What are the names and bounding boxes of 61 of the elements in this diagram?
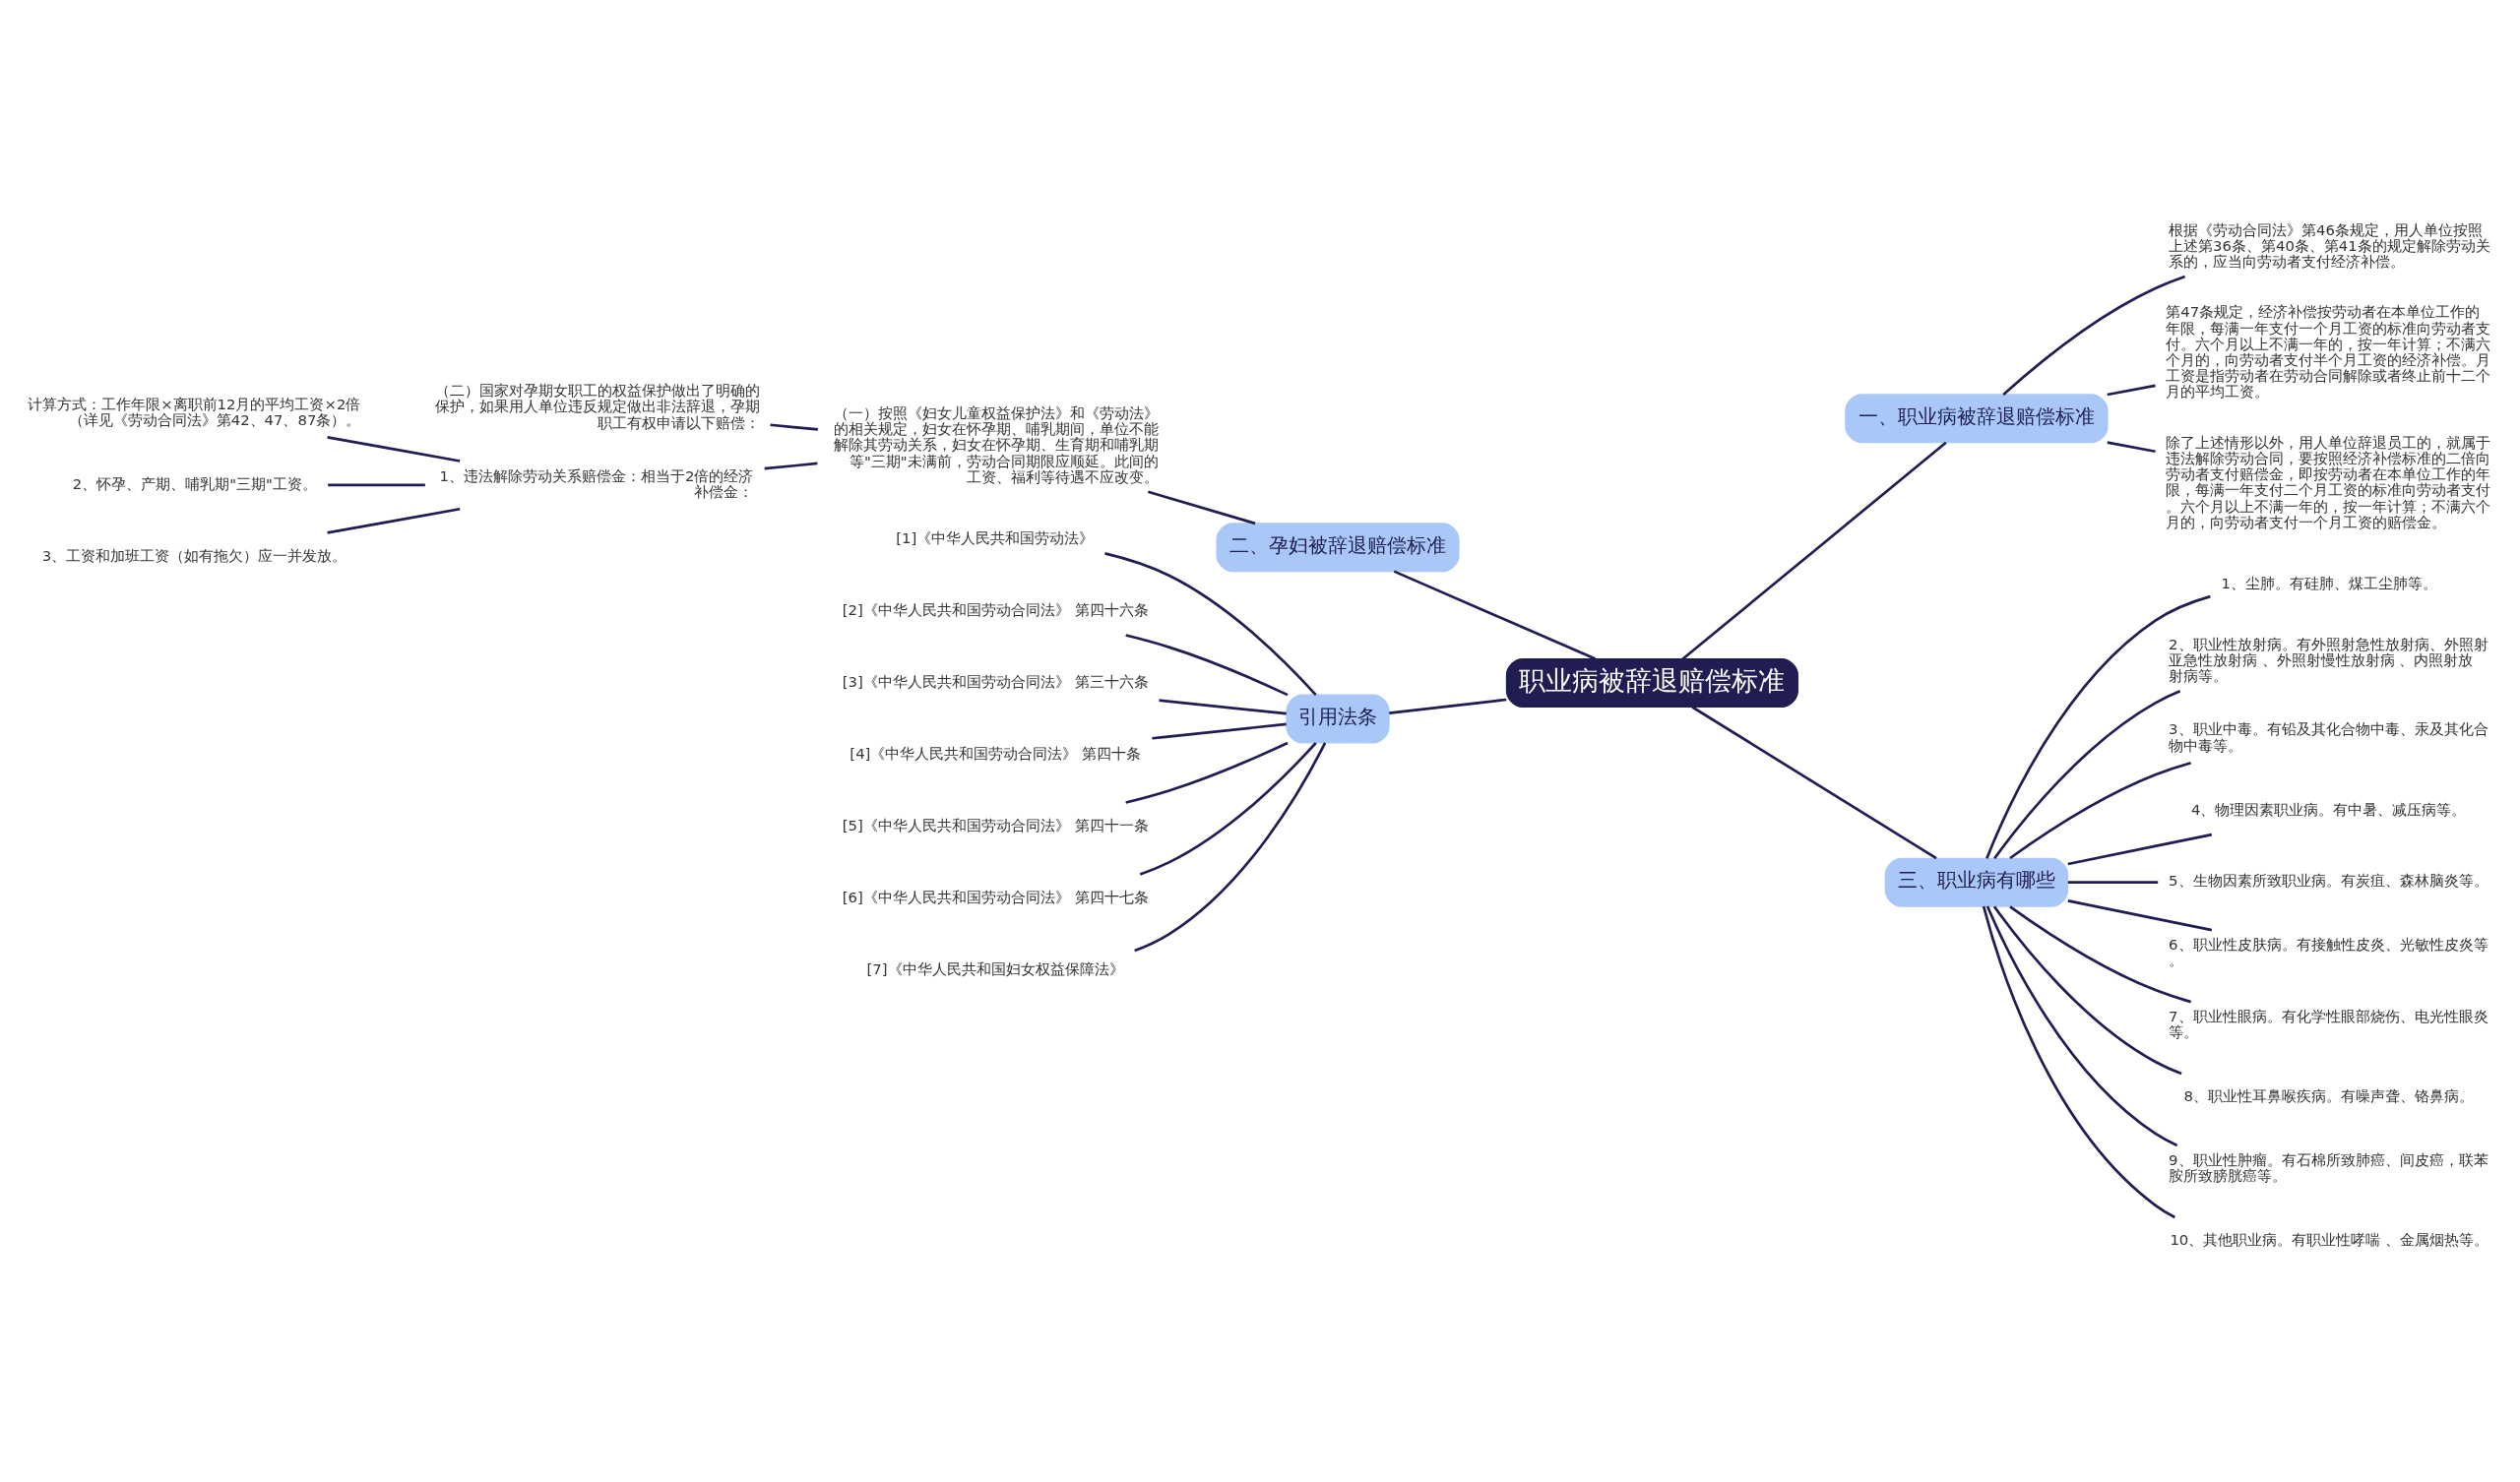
node-text: 2、怀孕、产期、哺乳期"三期"工资。: [72, 474, 317, 493]
connector: [1993, 689, 2181, 859]
connector: [764, 462, 818, 470]
node-text: 1、尘肺。有硅肺、煤工尘肺等。: [2221, 574, 2437, 592]
node-text: （一）按照《妇女儿童权益保护法》和《劳动法》的相关规定，妇女在怀孕期、哺乳期间，单位不能解除其劳动关系，妇女在怀孕期、生育期和哺乳期等"三期"未满前，劳动合同期限应顺延。此间的工资、福利等待遇不应改变。: [833, 403, 1159, 486]
connector: [327, 435, 461, 463]
connector: [1125, 741, 1289, 804]
node-text: 1、违法解除劳动关系赔偿金：相当于2倍的经济补偿金：: [439, 466, 754, 501]
connector: [1985, 594, 2211, 859]
connector: [2067, 898, 2213, 931]
node-text: 10、其他职业病。有职业性哮喘 、金属烟热等。: [2170, 1230, 2489, 1249]
connector: [2067, 833, 2213, 865]
node-text: 第47条规定，经济补偿按劳动者在本单位工作的年限，每满一年支付一个月工资的标准向劳动者支付。六个月以上不满一年的，按一年计算；不满六个月的，向劳动者支付半个月工资的经济补偿。月工资是指劳动者在劳动合同解除或者终止前十二个月的平均工资。: [2166, 302, 2491, 401]
connector: [1104, 551, 1317, 696]
connector: [1159, 698, 1287, 715]
connector: [2107, 384, 2156, 396]
connector: [2009, 761, 2191, 859]
connector: [1393, 569, 1597, 660]
node-text: [5]《中华人民共和国劳动合同法》 第四十一条: [842, 816, 1149, 834]
node-text: 2、职业性放射病。有外照射急性放射病、外照射亚急性放射病 、外照射慢性放射病 、内照射放射病等。: [2169, 635, 2488, 685]
node-text: [2]《中华人民共和国劳动合同法》 第四十六条: [842, 600, 1149, 619]
node-text: 5、生物因素所致职业病。有炭疽、森林脑炎等。: [2169, 871, 2488, 890]
node-text: 3、职业中毒。有铅及其化合物中毒、汞及其化合物中毒等。: [2169, 719, 2488, 755]
node-text: （二）国家对孕期女职工的权益保护做出了明确的保护，如果用人单位违反规定做出非法辞退，孕期职工有权申请以下赔偿：: [434, 381, 760, 432]
node-text: 除了上述情形以外，用人单位辞退员工的，就属于违法解除劳动合同，要按照经济补偿标准的二倍向劳动者支付赔偿金，即按劳动者在本单位工作的年限，每满一年支付二个月工资的标准向劳动者支付。六个月以上不满一年的，按一年计算；不满六个月的，向劳动者支付一个月工资的赔偿金。: [2166, 433, 2491, 531]
connector: [770, 422, 818, 431]
connector: [2107, 440, 2156, 453]
connector: [1147, 489, 1256, 525]
node-text: [7]《中华人民共和国妇女权益保障法》: [866, 959, 1124, 978]
connector: [2009, 904, 2191, 1003]
connector: [1985, 904, 2178, 1146]
node-box: 引用法条: [1286, 694, 1390, 744]
node-box: 三、职业病有哪些: [1884, 857, 2069, 907]
node-text: 6、职业性皮肤病。有接触性皮炎、光敏性皮炎等。: [2169, 935, 2488, 969]
connector: [327, 507, 461, 534]
node-text: [6]《中华人民共和国劳动合同法》 第四十七条: [842, 888, 1149, 906]
connector: [1139, 741, 1317, 876]
connector: [1691, 705, 1937, 859]
node-box: 职业病被辞退赔偿标准: [1505, 657, 1798, 708]
node-text: 7、职业性眼病。有化学性眼部烧伤、电光性眼炎等。: [2169, 1007, 2488, 1041]
connector: [1134, 741, 1327, 952]
connector: [1125, 633, 1289, 696]
node-text: [3]《中华人民共和国劳动合同法》 第三十六条: [842, 672, 1149, 691]
node-text: 3、工资和加班工资（如有拖欠）应一并发放。: [41, 546, 347, 565]
node-text: 4、物理因素职业病。有中暑、减压病等。: [2191, 800, 2467, 819]
connector: [328, 483, 425, 486]
node-text: 8、职业性耳鼻喉疾病。有噪声聋、铬鼻病。: [2183, 1086, 2475, 1105]
connector: [1681, 441, 1947, 660]
connector: [1152, 722, 1287, 740]
node-box: 二、孕妇被辞退赔偿标准: [1216, 522, 1460, 572]
connector: [1389, 698, 1507, 714]
node-box: 一、职业病被辞退赔偿标准: [1845, 393, 2109, 443]
node-text: [4]《中华人民共和国劳动合同法》 第四十条: [850, 744, 1142, 763]
node-text: 根据《劳动合同法》第46条规定，用人单位按照上述第36条、第40条、第41条的规定解除劳动关系的，应当向劳动者支付经济补偿。: [2169, 220, 2490, 271]
node-text: 9、职业性肿瘤。有石棉所致肺癌、间皮癌，联苯胺所致膀胱癌等。: [2169, 1150, 2488, 1185]
connector: [1992, 904, 2182, 1075]
node-text: 计算方式：工作年限×离职前12月的平均工资×2倍（详见《劳动合同法》第42、47、87条）。: [28, 395, 361, 429]
connector: [2002, 275, 2186, 396]
connector: [1982, 905, 2175, 1218]
connector: [2067, 880, 2159, 884]
node-text: [1]《中华人民共和国劳动法》: [896, 528, 1095, 547]
